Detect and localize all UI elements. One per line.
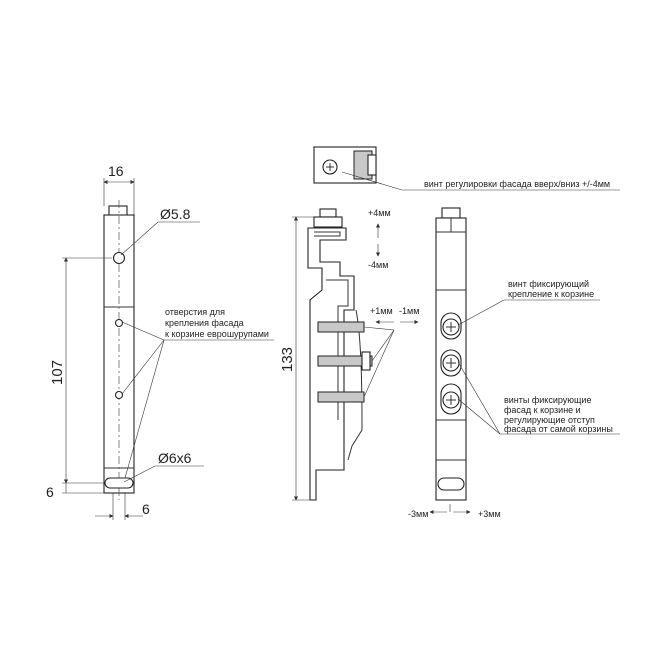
dim-133-label: 133 bbox=[279, 347, 296, 372]
screws-leader-2 bbox=[457, 398, 501, 435]
dim-6-bottom-label: 6 bbox=[142, 501, 150, 517]
dim-58-label: Ø5.8 bbox=[160, 206, 191, 222]
right-view: винт фиксирующий крепление к корзине вин… bbox=[408, 207, 620, 519]
fix-leader bbox=[457, 299, 505, 326]
fix-note-line2: крепление к корзине bbox=[508, 289, 594, 299]
right-screw-2-cross bbox=[446, 358, 456, 368]
adjust-leader bbox=[341, 171, 403, 191]
holes-leader-3 bbox=[124, 339, 165, 479]
top-detail: винт регулировки фасада вверх/вниз +/-4м… bbox=[313, 146, 620, 191]
pm1-leader-3 bbox=[363, 329, 395, 398]
screws-note-line2: фасад к корзине и bbox=[504, 405, 581, 415]
right-slot bbox=[437, 477, 465, 491]
dim6x6-leader bbox=[123, 465, 156, 483]
minus3-label: -3мм bbox=[408, 509, 428, 519]
pm1-leader-1 bbox=[363, 326, 395, 331]
mid-profile-inner-1 bbox=[314, 231, 341, 237]
right-screw-3-cross bbox=[446, 395, 456, 405]
right-screw-1-cross bbox=[446, 322, 456, 332]
right-top-cap bbox=[441, 207, 461, 219]
left-hole-top bbox=[112, 251, 126, 265]
plus1-label: +1мм bbox=[370, 306, 393, 316]
holes-leader-1 bbox=[121, 321, 165, 341]
mid-top-plate bbox=[313, 216, 343, 228]
middle-view: 133 +4мм -4мм +1мм -1мм bbox=[279, 208, 419, 501]
mid-profile-inner-2 bbox=[326, 279, 349, 420]
fix-note-line1: винт фиксирующий bbox=[508, 279, 589, 289]
mid-screw-2-head bbox=[361, 351, 371, 371]
dim-6-left-label: 6 bbox=[46, 484, 54, 500]
dim-107-label: 107 bbox=[49, 360, 66, 385]
dim58-leader bbox=[120, 221, 159, 256]
screws-leader-1 bbox=[457, 361, 501, 435]
left-slot bbox=[104, 477, 134, 489]
plus3-label: +3мм bbox=[478, 509, 501, 519]
left-hole-mid2 bbox=[114, 390, 124, 400]
left-hole-mid1 bbox=[114, 318, 124, 328]
adjust-screw-label: винт регулировки фасада вверх/вниз +/-4м… bbox=[424, 179, 610, 189]
holes-leader-2 bbox=[121, 339, 165, 395]
screws-note-line4: фасада от самой корзины bbox=[504, 424, 613, 434]
dim-6x6-label: Ø6x6 bbox=[158, 450, 192, 466]
plus4-label: +4мм bbox=[368, 208, 391, 218]
holes-note-line1: отверстия для bbox=[165, 307, 225, 317]
minus1-label: -1мм bbox=[399, 306, 419, 316]
holes-note-line2: крепления фасада bbox=[165, 318, 244, 328]
mid-top-screw-head bbox=[319, 208, 337, 218]
screws-note-line3: регулирующие отступ bbox=[504, 415, 595, 425]
holes-note-line3: к корзине еврошурупами bbox=[165, 329, 269, 339]
screws-note-line1: винты фиксирующие bbox=[504, 395, 591, 405]
mid-screw-3 bbox=[317, 391, 365, 403]
detail-tab bbox=[367, 154, 377, 176]
detail-screw-cross bbox=[326, 163, 334, 171]
minus4-label: -4мм bbox=[368, 260, 388, 270]
left-view: 16 Ø5.8 107 6 Ø6x6 6 отверстия для крепл… bbox=[46, 163, 274, 520]
dim-16-label: 16 bbox=[108, 163, 124, 179]
pm1-leader-2 bbox=[371, 329, 395, 362]
mid-screw-1 bbox=[317, 321, 365, 333]
